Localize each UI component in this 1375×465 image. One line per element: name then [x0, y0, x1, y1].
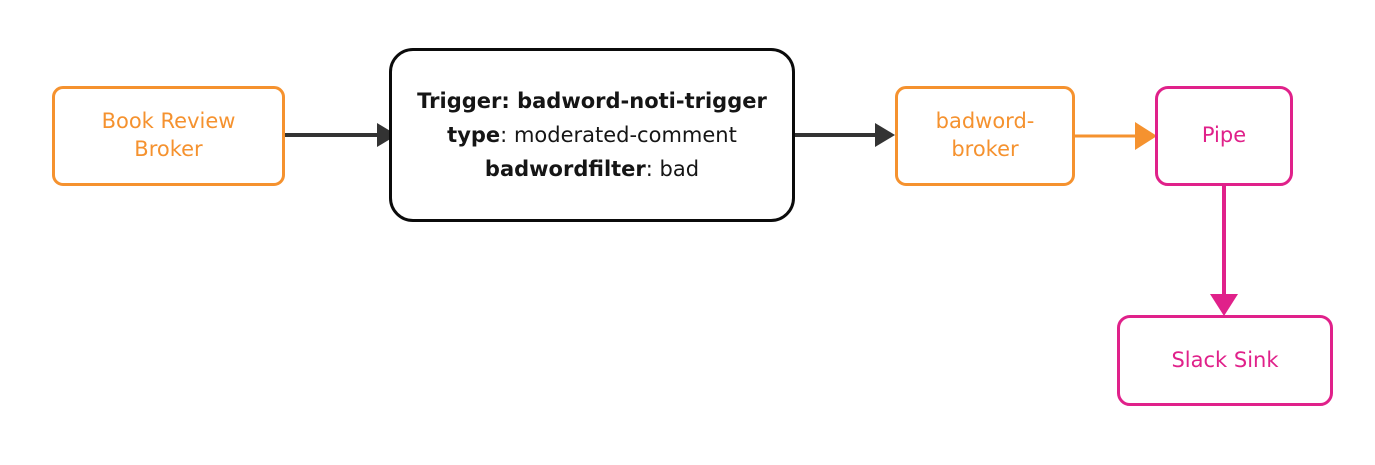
node-pipe-label: Pipe [1201, 123, 1247, 148]
trigger-line-2-value: moderated-comment [513, 123, 737, 147]
node-slack-sink[interactable]: Slack Sink [1117, 315, 1333, 406]
node-slack-sink-label: Slack Sink [1171, 347, 1279, 372]
node-pipe[interactable]: Pipe [1155, 86, 1293, 186]
trigger-line-1-value: badword-noti-trigger [517, 89, 767, 113]
node-trigger[interactable]: Trigger: badword-noti-trigger type: mode… [389, 48, 795, 222]
trigger-line-3-value: bad [659, 157, 700, 181]
edge-book-review-broker-to-trigger [285, 123, 397, 147]
arrowhead-icon [875, 123, 895, 147]
node-badword-broker-label: badword- broker [935, 109, 1035, 161]
edge-trigger-to-badword-broker [795, 123, 895, 147]
trigger-line-1: Trigger: badword-noti-trigger [417, 84, 767, 118]
arrowhead-icon [377, 123, 397, 147]
trigger-line-2: type: moderated-comment [447, 118, 737, 152]
node-badword-broker[interactable]: badword- broker [895, 86, 1075, 186]
arrowhead-icon [1135, 122, 1157, 150]
trigger-line-1-text: Trigger: [417, 89, 510, 113]
trigger-line-3-key: badwordfilter [484, 157, 646, 181]
trigger-line-3: badwordfilter: bad [485, 152, 699, 186]
trigger-line-2-key: type [447, 123, 501, 147]
trigger-line-3-sep: : [645, 157, 660, 181]
node-book-review-broker-label: Book Review Broker [101, 109, 236, 161]
edge-badword-broker-to-pipe [1075, 122, 1157, 150]
edge-pipe-to-slack-sink [1210, 186, 1238, 316]
trigger-line-2-sep: : [500, 123, 514, 147]
node-book-review-broker[interactable]: Book Review Broker [52, 86, 285, 186]
arrowhead-icon [1210, 294, 1238, 316]
